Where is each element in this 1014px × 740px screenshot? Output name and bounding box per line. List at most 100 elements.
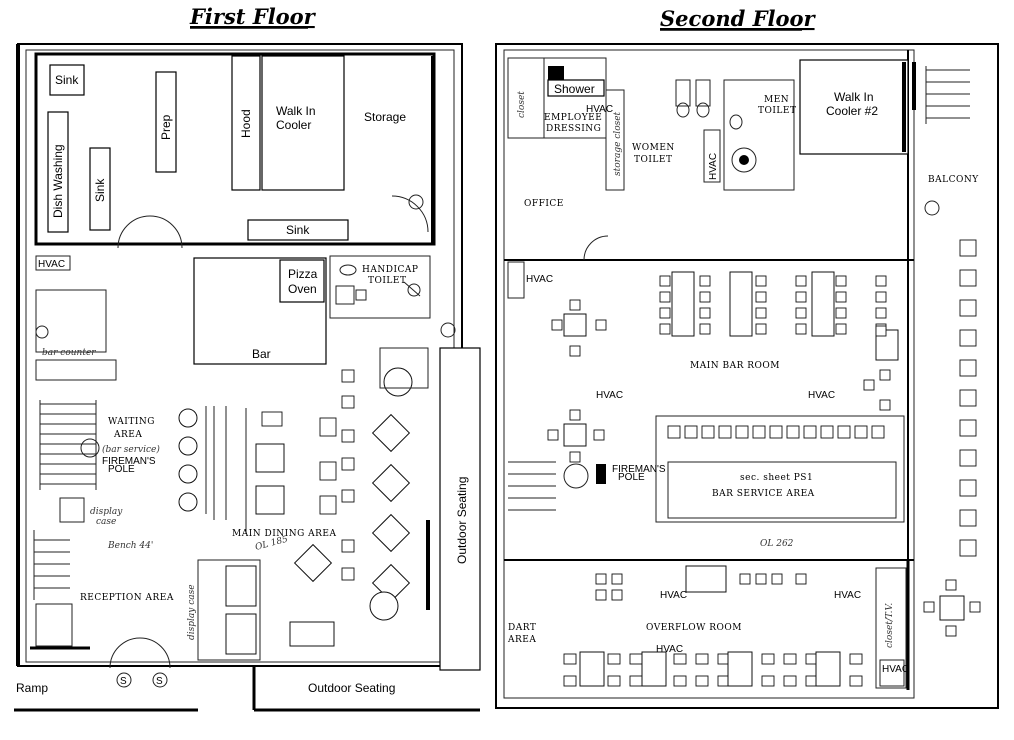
sec-sheet-label: sec. sheet PS1 [740,473,813,483]
bar-chair [795,275,807,287]
bar-chair [755,275,767,287]
bar-chair [659,291,671,303]
prep-table [155,71,177,173]
bar-chair [755,307,767,319]
bar-chair [875,291,887,303]
bar-stool [667,425,681,439]
bar-chair [593,429,605,441]
bar-chair [875,307,887,319]
dart-area-label-2: AREA [507,635,536,645]
balcony-chair [959,269,977,287]
prep-label: Prep [159,114,173,140]
svg-text:HVAC: HVAC [708,153,719,180]
first-hvac-label: HVAC [38,259,65,270]
bar-chair [569,409,581,421]
reception-area-label: RECEPTION AREA [80,593,174,603]
svg-text:HVAC: HVAC [882,664,909,675]
balcony-chair [959,539,977,557]
overflow-chair [755,573,767,585]
overflow-table [685,565,727,593]
balcony-chair [959,419,977,437]
dish-washing-label: Dish Washing [51,144,65,218]
employee-dressing-label-1: EMPLOYEE [544,113,602,123]
bar-chair [835,307,847,319]
round-tables [178,406,247,534]
storage-closet-label: storage closet [613,111,623,176]
bench-note: Bench 44' [107,541,153,551]
walk-in-cooler-label-2: Cooler [276,118,311,132]
overflow-room-label: OVERFLOW ROOM [646,623,742,633]
dish-washing-station [47,111,69,233]
bar-stool [786,425,800,439]
overflow-chair [673,653,687,665]
bar-chair [659,307,671,319]
kitchen-sink-top [49,64,85,96]
storage-label: Storage [364,110,406,124]
men-toilet-label-1: MEN [764,95,789,105]
pizza-oven-label-1: Pizza [288,267,318,281]
bar-table [671,271,695,337]
svg-text:HVAC: HVAC [586,104,613,115]
outdoor-seating-side [439,347,481,671]
hood-label: Hood [239,109,253,138]
bar-counter-label: bar counter [42,348,96,358]
bar-chair [659,275,671,287]
overflow-chair [595,589,607,601]
bar-stool [837,425,851,439]
bar-stool [735,425,749,439]
women-toilet-label-1: WOMEN [632,143,675,153]
display-case-label-1: display [90,507,123,517]
handicap-toilet-label-1: HANDICAP [362,265,418,275]
outdoor-seating-bottom-label: Outdoor Seating [308,681,395,695]
employee-dressing-label-2: DRESSING [546,124,601,134]
balcony-chair [959,359,977,377]
pizza-oven [279,259,325,303]
bar-chair [875,275,887,287]
bar-chair [699,307,711,319]
kitchen-sink-bottom [247,219,349,241]
overflow-chair [607,653,621,665]
walk-in-cooler-2 [799,59,909,155]
walk-in-cooler-2-label-2: Cooler #2 [826,104,878,118]
bar-service-area-label: BAR SERVICE AREA [712,489,815,499]
bar-table [875,329,899,361]
bar-stool [718,425,732,439]
handicap-toilet-label-2: TOILET [368,276,407,286]
bar-chair [699,275,711,287]
bar-chair [879,369,891,381]
closet-label: closet [517,91,527,118]
booth-tables [255,411,337,515]
overflow-chair [563,653,577,665]
bar-chair [795,291,807,303]
balcony-chair [959,509,977,527]
overflow-chair [629,653,643,665]
overflow-chair [607,675,621,687]
bar-chair [795,307,807,319]
overflow-chair [673,675,687,687]
second-oc-note: OL 262 [760,539,794,549]
balcony-chair [959,449,977,467]
overflow-chair [849,675,863,687]
overflow-chair [629,675,643,687]
bar-chair [755,323,767,335]
walk-in-cooler [261,55,345,191]
overflow-table [727,651,753,687]
svg-text:HVAC: HVAC [808,390,835,401]
second-firemans-pole-label-2: POLE [618,472,645,483]
outdoor-seating-vertical-label: Outdoor Seating [455,477,469,564]
overflow-chair [595,573,607,585]
overflow-chair [783,675,797,687]
svg-text:HVAC: HVAC [660,590,687,601]
bar-stool [684,425,698,439]
overflow-chair [563,675,577,687]
overflow-chair [611,573,623,585]
overflow-chair [739,573,751,585]
bar-chair [699,323,711,335]
walk-in-cooler-label-1: Walk In [276,104,316,118]
overflow-table [815,651,841,687]
first-floor-title: First Floor [189,4,317,29]
men-toilet-label-2: TOILET [758,106,797,116]
shower-label: Shower [554,82,595,96]
kitchen-sink-bottom-label: Sink [286,223,310,237]
balcony-label: BALCONY [928,175,979,185]
